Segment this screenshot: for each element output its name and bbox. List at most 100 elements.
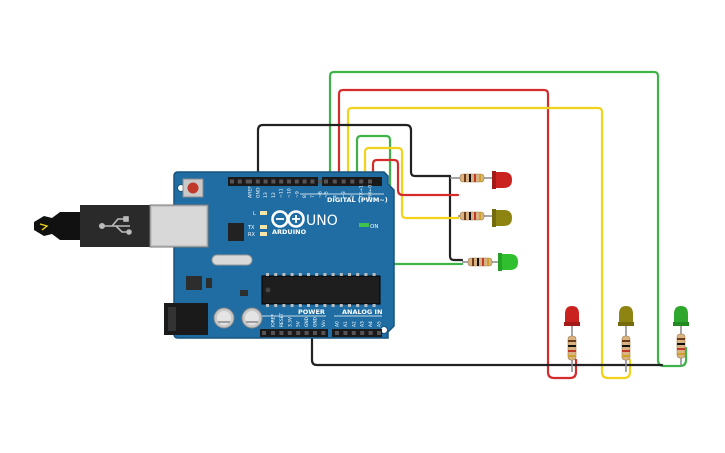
bottom-pin-label: A4 xyxy=(368,321,374,327)
digital-label: DIGITAL (PWM~) xyxy=(327,196,388,204)
pin-hole[interactable] xyxy=(335,331,339,335)
pin-hole[interactable] xyxy=(271,331,275,335)
pin-hole[interactable] xyxy=(324,179,328,184)
led-group-horizontal xyxy=(450,171,518,271)
bottom-pin-holes xyxy=(262,331,381,335)
resistor-2[interactable] xyxy=(458,211,494,221)
pin-hole[interactable] xyxy=(230,179,234,184)
resistor-6[interactable] xyxy=(676,326,686,366)
chip-pin xyxy=(323,304,327,307)
chip-pin xyxy=(339,273,343,276)
led-l-label: L xyxy=(253,211,256,217)
pin-hole[interactable] xyxy=(368,179,372,184)
top-pin-label: TX→1 xyxy=(359,185,365,199)
top-pin-label: ~10 xyxy=(287,188,293,198)
pin-hole[interactable] xyxy=(332,179,337,184)
led-tx-indicator xyxy=(260,225,267,229)
wire-red-inner[interactable] xyxy=(371,158,460,197)
led-green-1[interactable] xyxy=(498,253,518,271)
wire-black-bottom[interactable] xyxy=(310,328,664,367)
chip-pin xyxy=(274,273,278,276)
usb-connector[interactable] xyxy=(34,204,209,248)
pin-hole[interactable] xyxy=(262,331,266,335)
led-l-indicator xyxy=(260,211,267,215)
pin-hole[interactable] xyxy=(304,331,309,335)
power-jack[interactable] xyxy=(164,303,208,335)
chip-pin xyxy=(315,304,319,307)
chip-pin xyxy=(364,273,368,276)
pin-hole[interactable] xyxy=(351,331,356,335)
pin-hole[interactable] xyxy=(368,331,373,335)
led-red-2[interactable] xyxy=(564,306,580,326)
pin-hole[interactable] xyxy=(313,331,317,335)
pin-hole[interactable] xyxy=(350,179,355,184)
brand-label: ARDUINO xyxy=(272,228,307,236)
pin-hole[interactable] xyxy=(359,179,364,184)
top-pin-label: 2 xyxy=(350,195,356,198)
pin-hole[interactable] xyxy=(248,179,252,184)
usb-icon xyxy=(99,216,132,235)
chip-pin xyxy=(274,304,278,307)
pin-hole[interactable] xyxy=(341,179,346,184)
wire-black-gnd-drop[interactable] xyxy=(448,174,464,262)
pin-hole[interactable] xyxy=(321,331,326,335)
pin-hole[interactable] xyxy=(294,179,299,184)
model-label: UNO xyxy=(306,213,338,229)
power-label: POWER xyxy=(298,308,325,316)
bottom-pin-label: A0 xyxy=(335,321,341,327)
resistor-3[interactable] xyxy=(462,257,500,267)
reset-button[interactable] xyxy=(182,178,204,198)
pin-hole[interactable] xyxy=(279,179,284,184)
top-pin-label: RX←0 xyxy=(368,185,374,198)
led-group-vertical xyxy=(564,306,689,372)
resistor-1[interactable] xyxy=(450,173,494,183)
led-yellow-1[interactable] xyxy=(492,209,512,227)
header-power xyxy=(260,329,328,337)
top-pin-label: ~6 xyxy=(318,191,324,198)
wire-red-outer[interactable] xyxy=(337,88,578,380)
microcontroller-chip xyxy=(261,273,381,307)
pin-hole[interactable] xyxy=(318,179,323,184)
led-yellow-2[interactable] xyxy=(618,306,634,326)
led-red-1[interactable] xyxy=(492,171,512,189)
wire-yellow-inner[interactable] xyxy=(363,146,460,220)
chip-pin xyxy=(339,304,343,307)
pin-hole[interactable] xyxy=(377,331,381,335)
led-tx-label: TX xyxy=(247,225,255,231)
resistor-5[interactable] xyxy=(621,326,631,372)
chip-pin xyxy=(372,304,376,307)
on-label: ON xyxy=(370,224,378,230)
chip-pin xyxy=(331,304,335,307)
chip-pin xyxy=(307,304,310,307)
pin-hole[interactable] xyxy=(263,179,268,184)
bottom-pin-label: GND xyxy=(313,316,319,327)
voltage-regulator xyxy=(186,276,202,290)
top-pin-label: 7 xyxy=(310,195,316,198)
wire-black-gnd-top[interactable] xyxy=(256,123,452,182)
pin-hole[interactable] xyxy=(279,331,284,335)
chip-pin xyxy=(364,304,368,307)
led-green-2[interactable] xyxy=(673,306,689,326)
pin-hole[interactable] xyxy=(360,331,365,335)
pin-hole[interactable] xyxy=(310,179,315,184)
wire-green-outer[interactable] xyxy=(328,70,688,368)
pin-hole[interactable] xyxy=(237,179,242,184)
pin-hole[interactable] xyxy=(296,331,301,335)
pin-hole[interactable] xyxy=(255,179,260,184)
pin-hole[interactable] xyxy=(271,179,276,184)
header-analog xyxy=(332,329,382,337)
resistor-4[interactable] xyxy=(567,326,577,372)
chip-pin xyxy=(372,273,376,276)
top-pin-label: GND xyxy=(255,187,261,198)
pin-hole[interactable] xyxy=(343,331,348,335)
pin-hole[interactable] xyxy=(302,179,307,184)
pin-hole[interactable] xyxy=(287,331,292,335)
wire-yellow-outer[interactable] xyxy=(346,106,632,380)
top-pin-label: ~11 xyxy=(279,188,285,198)
capacitor-icon xyxy=(241,307,263,329)
pin-hole[interactable] xyxy=(245,179,250,184)
pin-hole[interactable] xyxy=(287,179,291,184)
